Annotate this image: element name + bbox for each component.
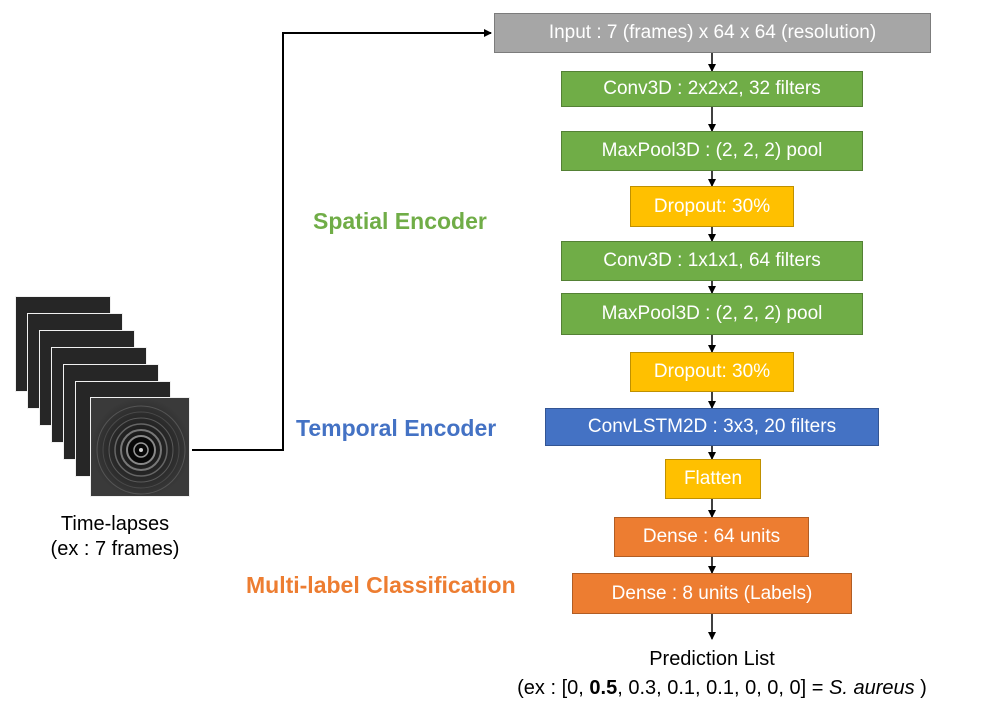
time-lapse-caption: Time-lapses (ex : 7 frames) [20, 512, 210, 562]
layer-flatten: Flatten [665, 459, 761, 499]
prediction-example-prefix: (ex : [0, [517, 677, 590, 699]
layer-dense-1: Dense : 64 units [614, 517, 809, 557]
layer-convlstm2d: ConvLSTM2D : 3x3, 20 filters [545, 408, 879, 446]
layer-conv3d-2: Conv3D : 1x1x1, 64 filters [561, 241, 863, 281]
layer-dense-2: Dense : 8 units (Labels) [572, 573, 852, 614]
layer-conv3d-1: Conv3D : 2x2x2, 32 filters [561, 71, 863, 107]
prediction-example-species: S. aureus [829, 677, 915, 699]
prediction-list-title: Prediction List [649, 648, 775, 670]
prediction-example-suffix: ) [914, 677, 927, 699]
caption-line-1: Time-lapses [60, 513, 170, 535]
section-classification: Multi-label Classification [246, 572, 516, 598]
diffraction-pattern-image [91, 398, 189, 496]
layer-maxpool3d-2: MaxPool3D : (2, 2, 2) pool [561, 293, 863, 335]
section-spatial-encoder: Spatial Encoder [313, 208, 487, 234]
prediction-example-rest: , 0.3, 0.1, 0.1, 0, 0, 0] = [617, 677, 830, 699]
layer-dropout-2: Dropout: 30% [630, 352, 794, 392]
layer-input: Input : 7 (frames) x 64 x 64 (resolution… [494, 13, 931, 53]
time-lapse-frame-front [90, 397, 190, 497]
layer-maxpool3d-1: MaxPool3D : (2, 2, 2) pool [561, 131, 863, 171]
input-connector [192, 29, 492, 451]
layer-dropout-1: Dropout: 30% [630, 186, 794, 227]
prediction-example: (ex : [0, 0.5, 0.3, 0.1, 0.1, 0, 0, 0] =… [472, 677, 972, 700]
caption-line-2: (ex : 7 frames) [50, 538, 180, 560]
prediction-example-highlight: 0.5 [589, 677, 618, 699]
section-temporal-encoder: Temporal Encoder [296, 415, 497, 441]
